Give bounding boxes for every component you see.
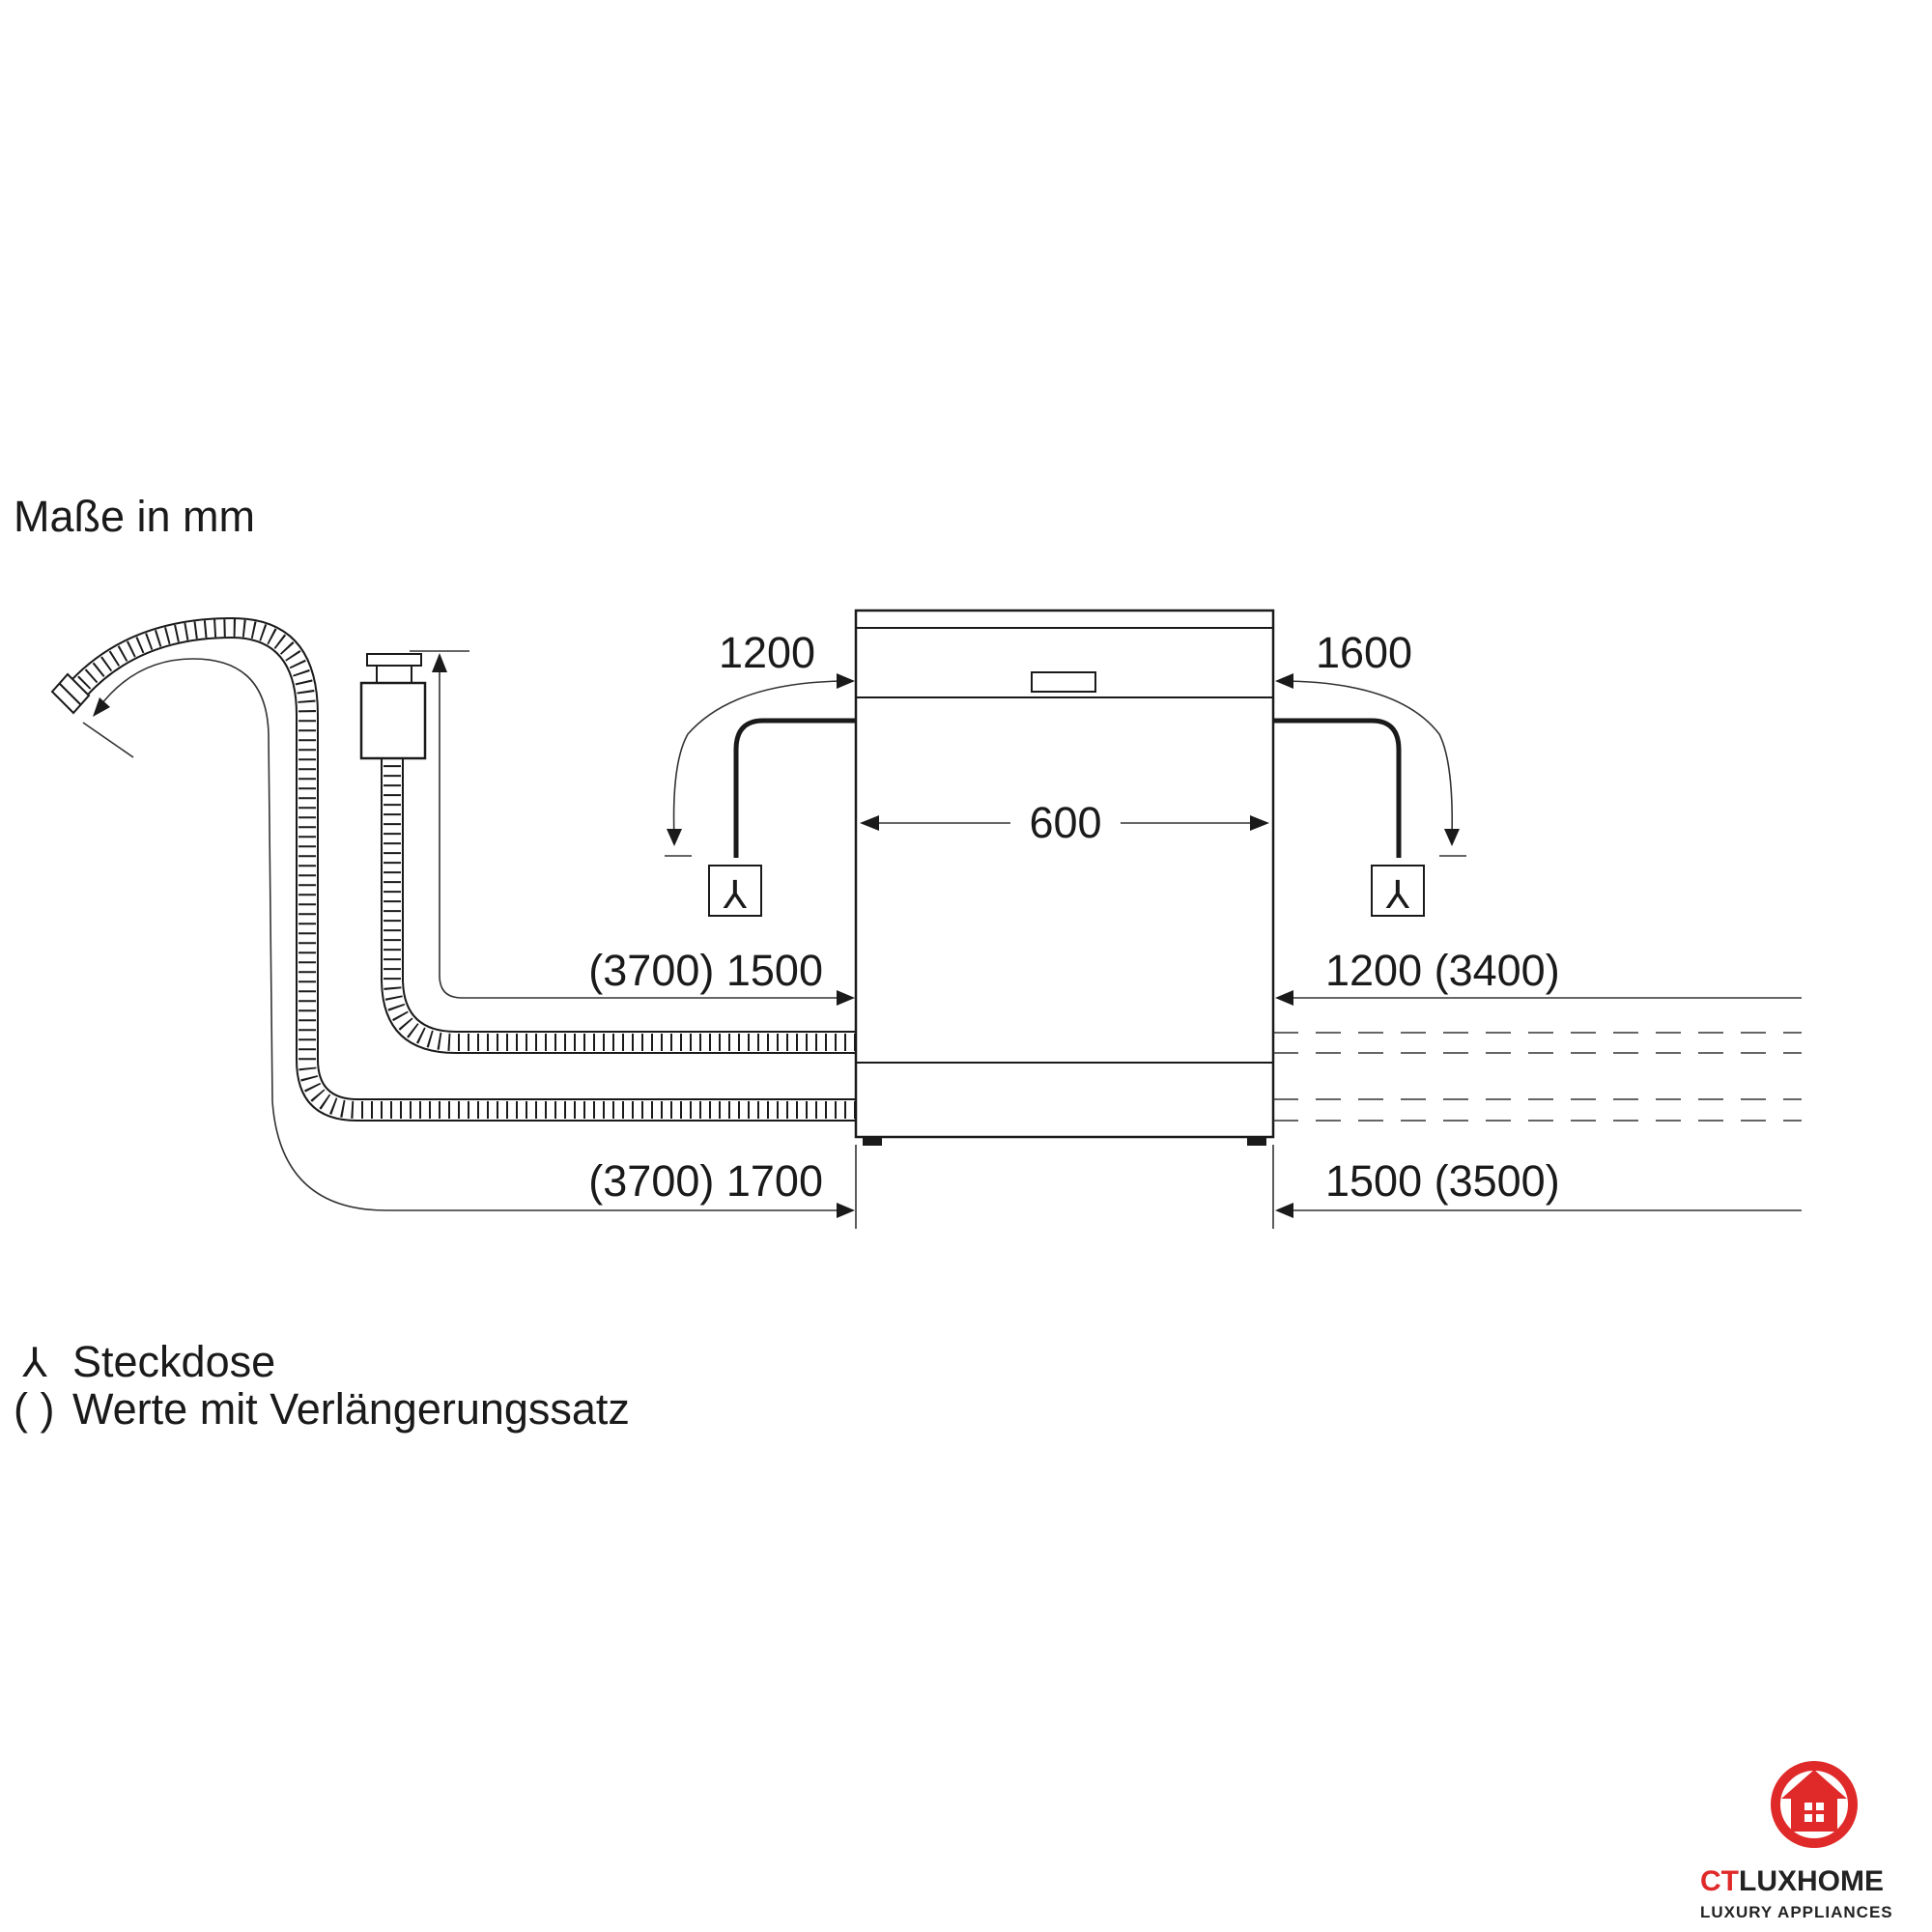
power-cord-left: ⅄ 1200 [665, 628, 856, 918]
inlet-dimension: (3700) 1500 [410, 650, 855, 1006]
foot-left [863, 1137, 882, 1146]
inlet-hose [359, 653, 856, 1054]
cord-right-length: 1600 [1316, 628, 1412, 677]
drain-hose-end [50, 672, 91, 715]
house-icon [1771, 1761, 1858, 1848]
paren-legend-symbol: ( ) [14, 1384, 54, 1434]
power-cord-right: ⅄ 1600 [1273, 628, 1466, 918]
drain-dimension: (3700) 1700 [82, 658, 855, 1218]
socket-legend-label: Steckdose [72, 1337, 275, 1386]
paren-legend-label: Werte mit Verlängerungssatz [72, 1384, 630, 1434]
ctluxhome-logo: CTLUXHOME LUXURY APPLIANCES [1700, 1761, 1893, 1921]
socket-legend-icon: ⅄ [21, 1339, 47, 1386]
right-hose-routing: 1200 (3400) 1500 (3500) [1273, 946, 1802, 1218]
svg-text:CTLUXHOME: CTLUXHOME [1700, 1865, 1884, 1897]
cord-left-length: 1200 [719, 628, 815, 677]
inlet-hose-length-left: (3700) 1500 [588, 946, 823, 995]
drain-hose-length-left: (3700) 1700 [588, 1156, 823, 1206]
logo-brand-ct: CT [1700, 1865, 1739, 1897]
logo-brand-rest: LUXHOME [1739, 1865, 1884, 1897]
width-dimension: 600 [860, 798, 1269, 847]
drain-hose [50, 616, 856, 1122]
units-label: Maße in mm [14, 492, 255, 541]
socket-icon-left: ⅄ [723, 873, 748, 918]
legend: ⅄ Steckdose ( ) Werte mit Verlängerungss… [14, 1337, 630, 1434]
inlet-hose-length-right: 1200 (3400) [1325, 946, 1560, 995]
drain-hose-length-right: 1500 (3500) [1325, 1156, 1560, 1206]
socket-icon-right: ⅄ [1385, 873, 1410, 918]
aquastop-valve [359, 681, 427, 760]
control-panel-display [1031, 671, 1096, 693]
logo-tagline: LUXURY APPLIANCES [1700, 1903, 1893, 1921]
width-label: 600 [1029, 798, 1101, 847]
foot-right [1247, 1137, 1266, 1146]
dishwasher-outline [854, 609, 1275, 1146]
